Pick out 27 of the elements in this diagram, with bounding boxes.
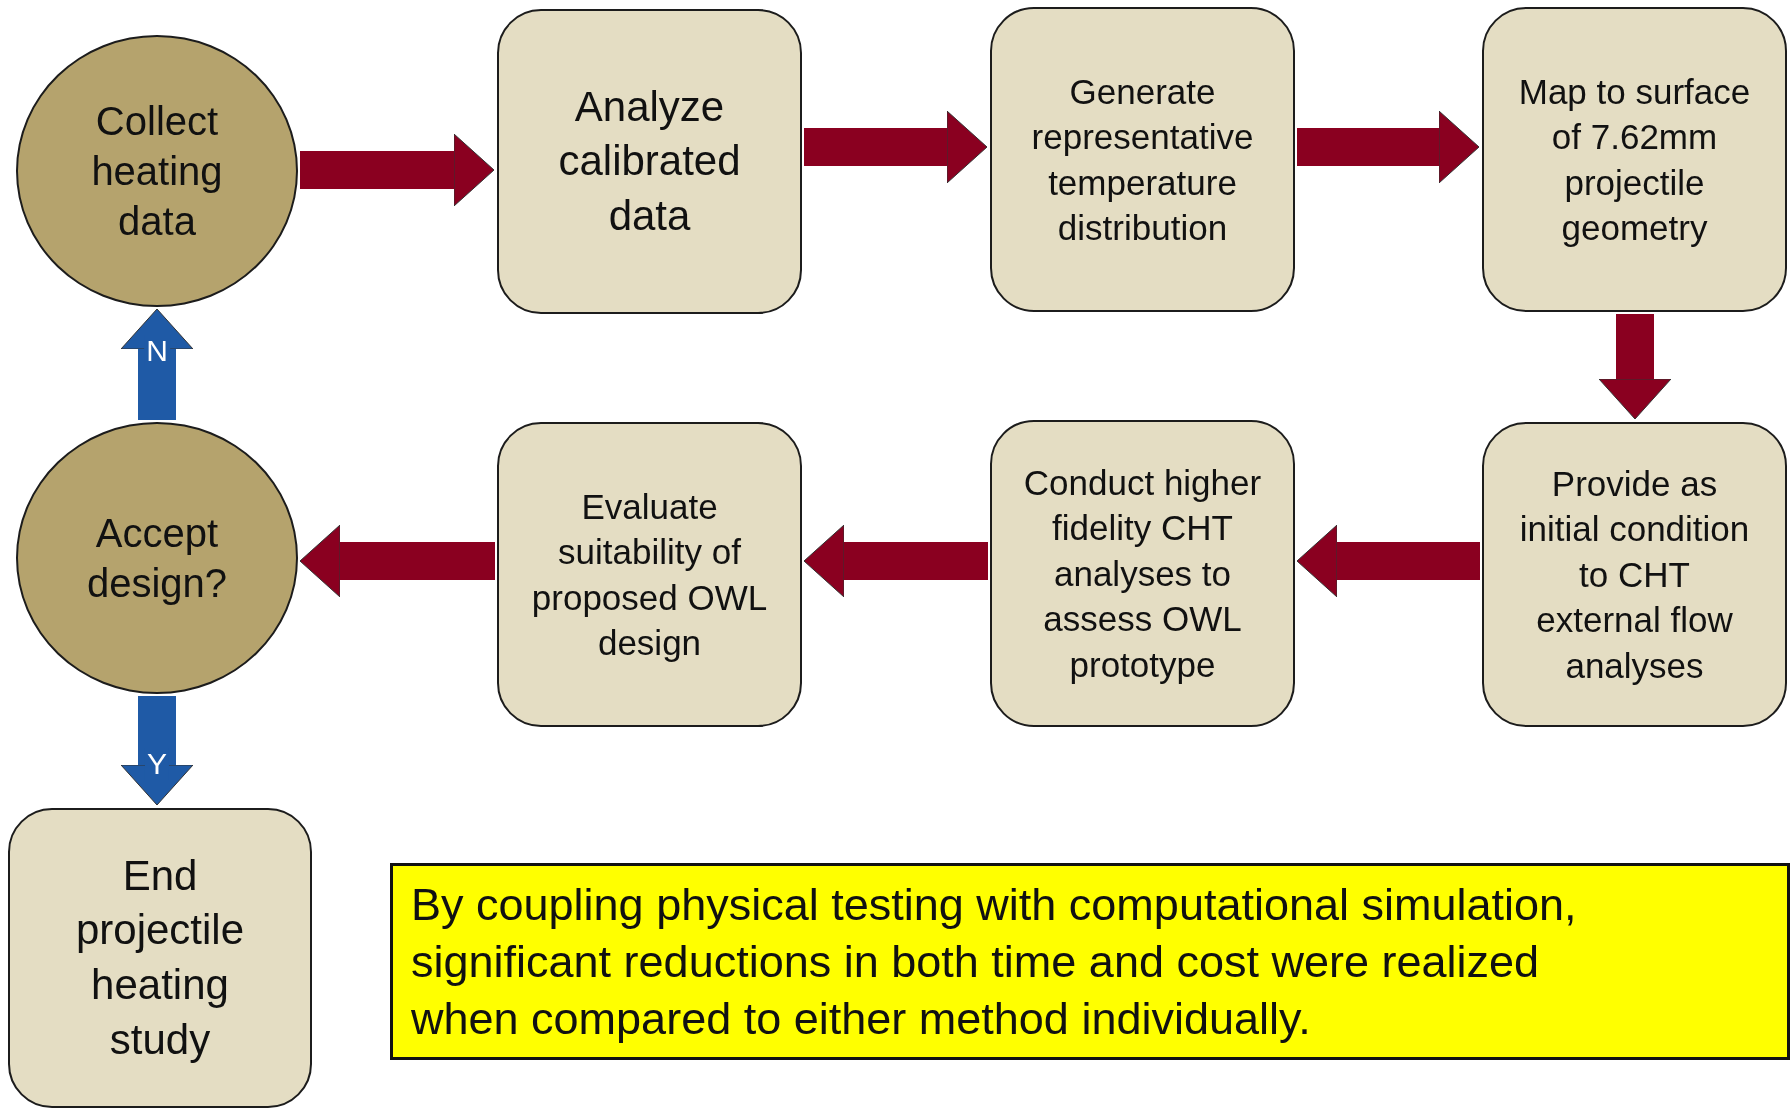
- step-label: Map to surface of 7.62mm projectile geometry: [1517, 70, 1752, 249]
- process-box: [1482, 7, 1787, 312]
- block-arrow: [803, 524, 988, 598]
- process-box: [990, 7, 1295, 312]
- step-label: Accept design?: [85, 510, 229, 607]
- block-arrow: [804, 110, 988, 184]
- process-box: [497, 9, 802, 314]
- block-arrow: [120, 308, 194, 420]
- process-box: [8, 808, 312, 1108]
- block-arrow: [299, 524, 495, 598]
- step-label: Provide as initial condition to CHT external flow analyses: [1518, 462, 1751, 687]
- process-box: [1482, 422, 1787, 727]
- note-text: By coupling physical testing with computational simulation, significant reductions in both time and cost were realized when compared to either method individually.: [411, 877, 1578, 1047]
- block-arrow: [1297, 110, 1480, 184]
- step-label: End projectile heating study: [74, 850, 246, 1065]
- step-label: Evaluate suitability of proposed OWL design: [530, 485, 769, 664]
- step-label: Conduct higher fidelity CHT analyses to assess OWL prototype: [1022, 461, 1263, 686]
- block-arrow: [120, 696, 194, 806]
- process-box: [497, 422, 802, 727]
- block-arrow: [300, 133, 495, 207]
- step-label: Collect heating data: [90, 98, 224, 245]
- block-arrow: [1296, 524, 1480, 598]
- block-arrow: [1598, 314, 1672, 420]
- process-box: [990, 420, 1295, 727]
- step-label: Analyze calibrated data: [557, 81, 742, 241]
- step-label: Generate representative temperature distribution: [1030, 70, 1255, 249]
- note-box: [390, 863, 1790, 1060]
